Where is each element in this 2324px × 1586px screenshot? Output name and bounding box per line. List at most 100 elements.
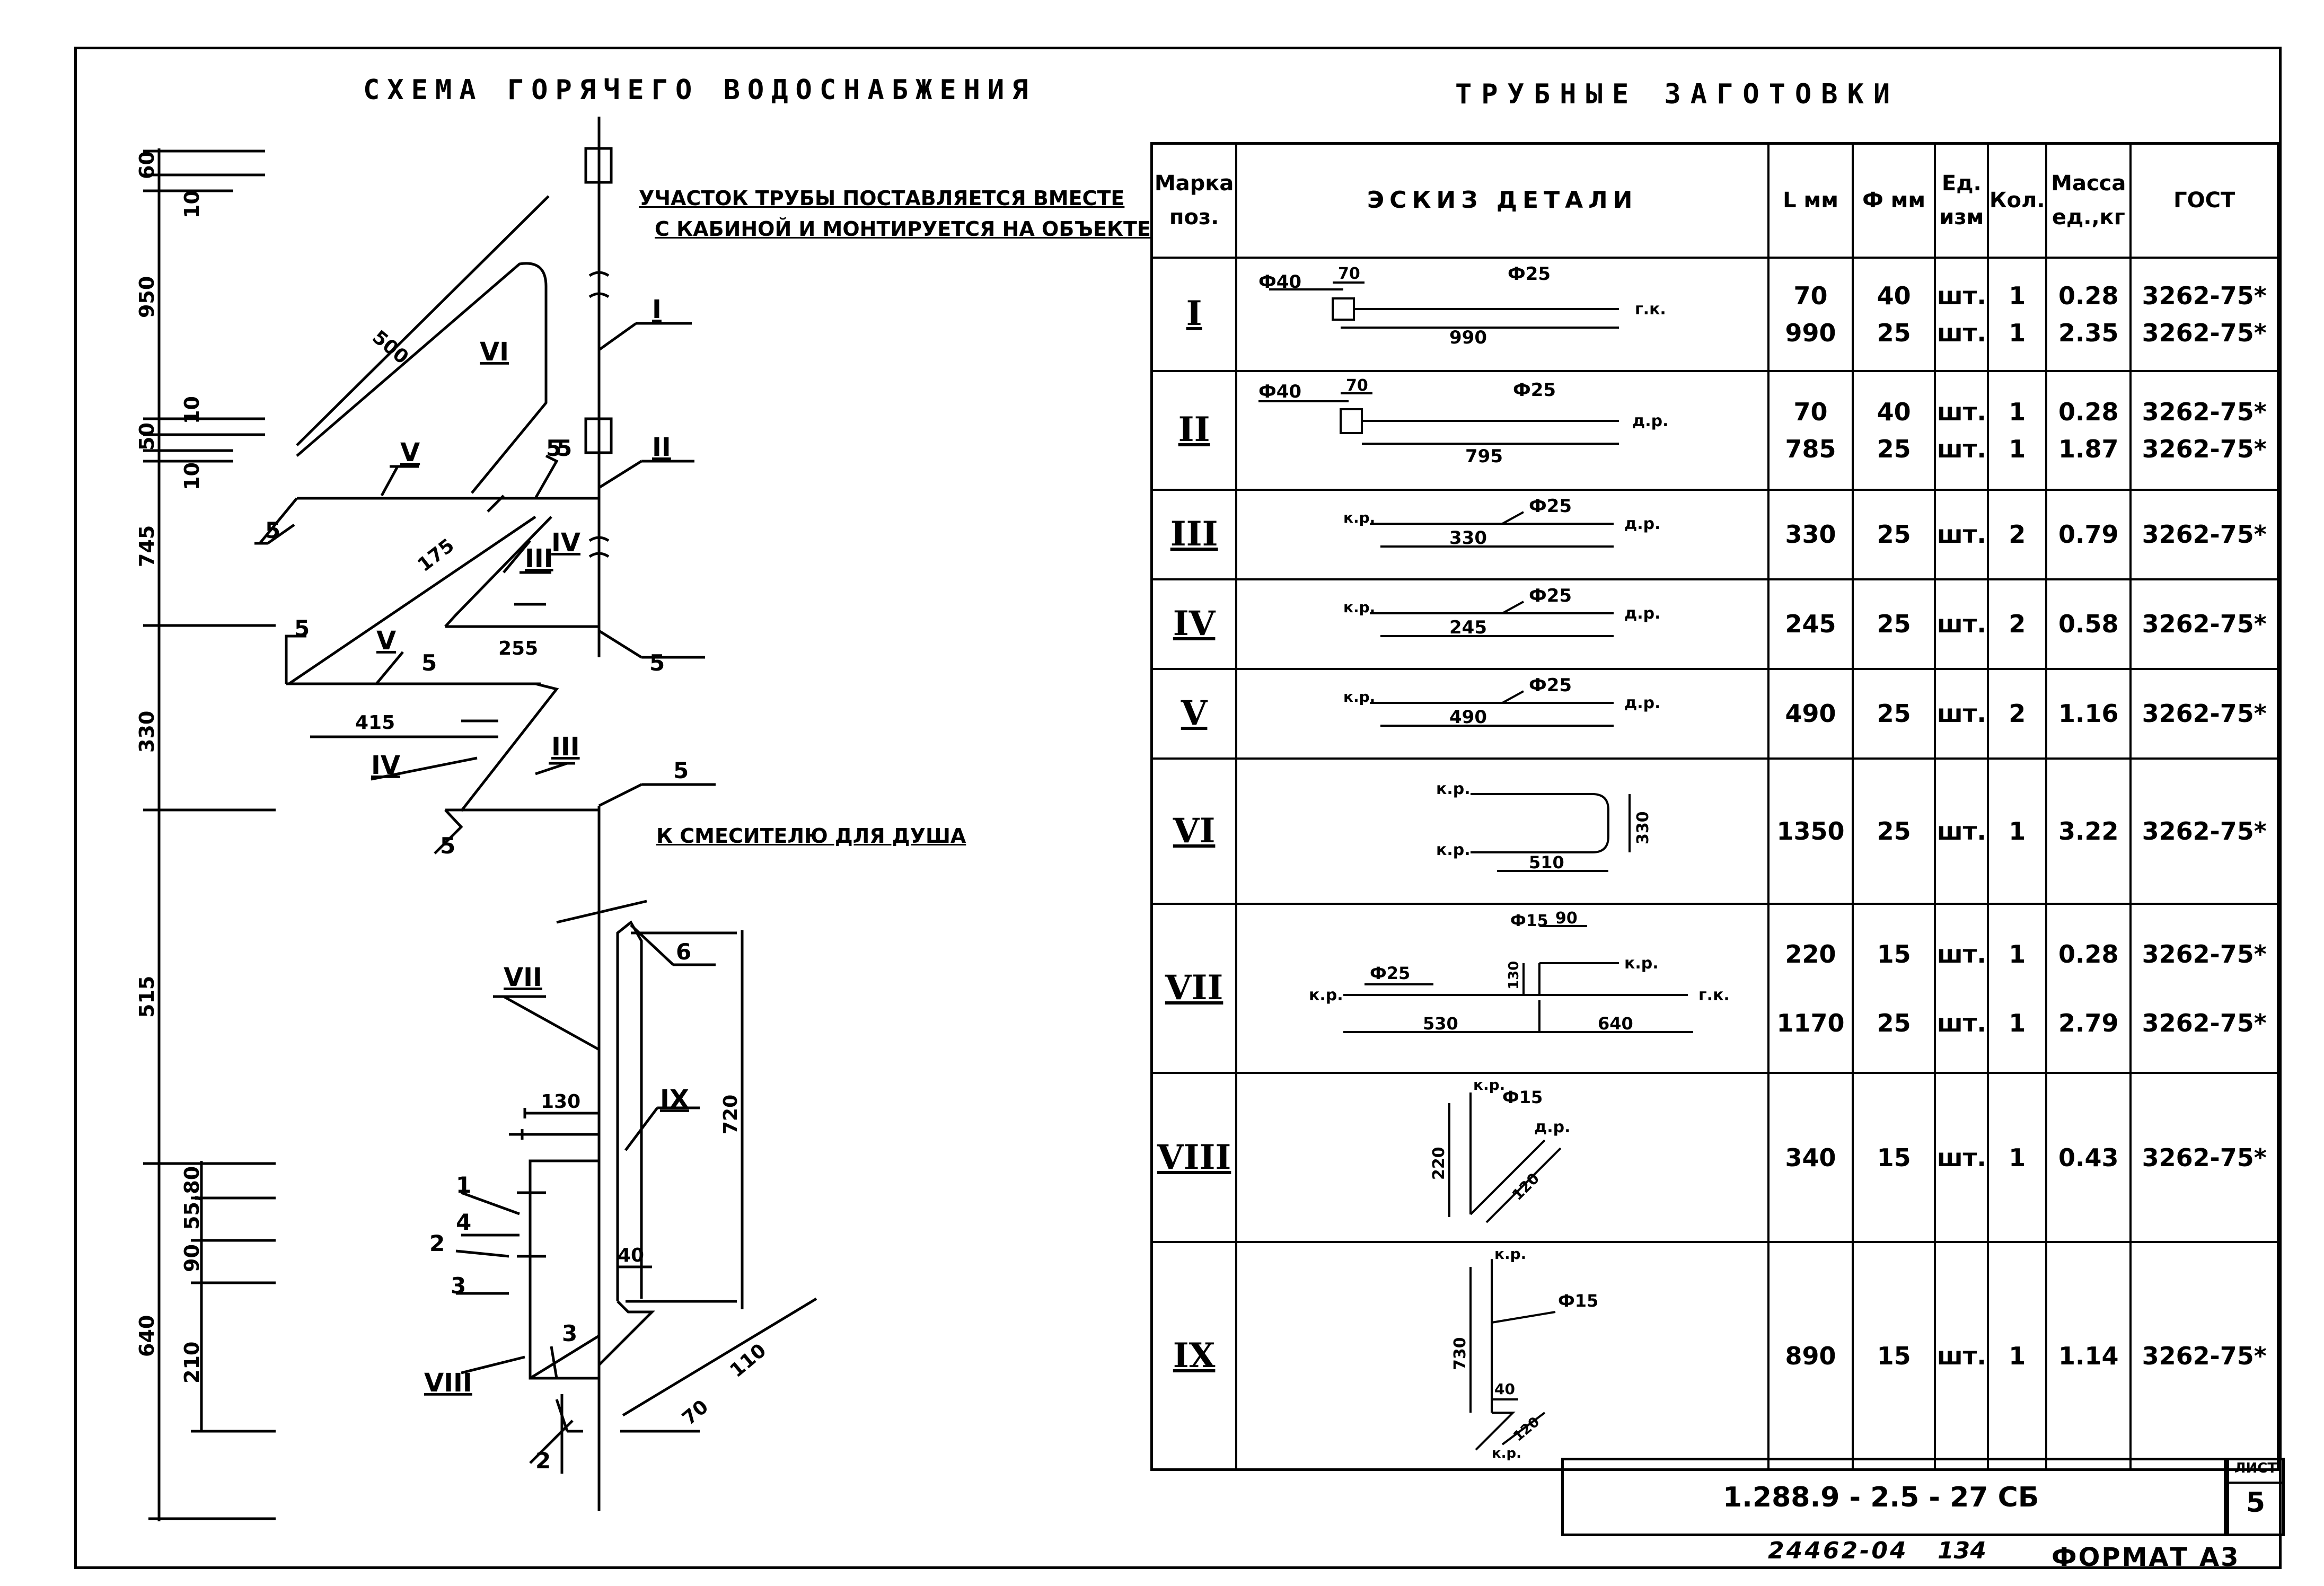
unit: шт. xyxy=(1934,1072,1990,1244)
phi-1: 40 xyxy=(1877,397,1911,426)
gost: 3262-75* xyxy=(2129,1072,2279,1244)
dim-90: 90 xyxy=(180,1244,204,1272)
mass: 0.43 xyxy=(2045,1072,2132,1244)
gost-2: 3262-75* xyxy=(2142,318,2267,347)
phi: 25 xyxy=(1851,488,1936,580)
qty-2: 1 xyxy=(2009,318,2026,347)
mark-III-b: III xyxy=(551,732,580,762)
sk-dim: 330 xyxy=(1449,527,1487,549)
mass: 0.79 xyxy=(2045,488,2132,580)
L-2: 785 xyxy=(1785,434,1836,463)
qty-2: 1 xyxy=(2009,434,2026,463)
sketch-I: Ф40 70 Ф25 990 г.к. xyxy=(1258,263,1666,348)
unit-1: шт. xyxy=(1936,397,1986,426)
L-2: 1170 xyxy=(1776,1008,1845,1037)
sk-phi-a: Ф15 xyxy=(1510,912,1548,930)
mark-V-b: V xyxy=(376,626,396,656)
hot-water-scheme: 60 10 950 50 10 10 745 330 515 55,80 90 … xyxy=(135,117,817,1521)
unit-2: шт. xyxy=(1936,318,1986,347)
row-mark: IX xyxy=(1173,1335,1216,1376)
sk-dim-top: 90 xyxy=(1555,909,1578,928)
qty-1: 1 xyxy=(2009,397,2026,426)
table-row: VII Ф15 90 Ф25 130 к.р. к.р. г.к. 530 64… xyxy=(1150,903,2279,1074)
sk-dim-d: 120 xyxy=(1509,1169,1543,1204)
phi-2: 25 xyxy=(1877,434,1911,463)
unit-2: шт. xyxy=(1936,1008,1986,1037)
L: 890 xyxy=(1767,1241,1854,1471)
qty: 1 xyxy=(1987,1241,2048,1471)
mark-IV-b: IV xyxy=(371,751,400,780)
mass-1: 0.28 xyxy=(2058,397,2119,426)
node-2a: 2 xyxy=(429,1230,445,1256)
L-1: 220 xyxy=(1785,939,1836,968)
qty: 2 xyxy=(1987,667,2048,760)
dim-10a: 10 xyxy=(180,190,204,218)
table-row: V к.р. Ф25 490 д.р. 490 25 шт. 2 1.16 32… xyxy=(1150,667,2279,760)
sk-end: д.р. xyxy=(1624,515,1661,533)
mass: 1.16 xyxy=(2045,667,2132,760)
unit-1: шт. xyxy=(1936,939,1986,968)
mass-2: 2.35 xyxy=(2058,318,2119,347)
qty-1: 1 xyxy=(2009,281,2026,310)
sketch-VII: Ф15 90 Ф25 130 к.р. к.р. г.к. 530 640 xyxy=(1309,909,1730,1034)
gost: 3262-75* xyxy=(2129,757,2279,905)
unit: шт. xyxy=(1934,578,1990,670)
sk-start: к.р. xyxy=(1343,509,1375,526)
gost: 3262-75* xyxy=(2129,1241,2279,1471)
mass-2: 2.79 xyxy=(2058,1008,2119,1037)
table-row: VIII к.р. Ф15 д.р. 220 120 340 15 шт. 1 … xyxy=(1150,1072,2279,1244)
sketch-III: к.р. Ф25 330 д.р. xyxy=(1343,496,1661,549)
sk-phi-a: Ф40 xyxy=(1258,381,1301,402)
sk-phi-b: Ф25 xyxy=(1508,263,1551,285)
supply-note-2: с кабиной и монтируется на объекте xyxy=(655,217,1151,241)
sk-end: д.р. xyxy=(1632,412,1669,430)
supply-note-1: Участок трубы поставляется вместе xyxy=(639,187,1125,210)
L-1: 70 xyxy=(1793,281,1828,310)
sk-end: д.р. xyxy=(1534,1118,1571,1136)
sk-phi-b: Ф25 xyxy=(1370,963,1410,983)
mass: 3.22 xyxy=(2045,757,2132,905)
sk-phi: Ф25 xyxy=(1529,496,1572,517)
phi-2: 25 xyxy=(1877,1008,1911,1037)
sk-dim: 245 xyxy=(1449,617,1487,638)
sk-dim-small: 70 xyxy=(1346,376,1368,395)
unit-1: шт. xyxy=(1936,281,1986,310)
unit: шт. xyxy=(1934,1241,1990,1471)
dim-720: 720 xyxy=(720,1095,742,1134)
sk-dim-v: 730 xyxy=(1451,1337,1469,1371)
sk-end: к.р. xyxy=(1436,841,1471,859)
header-diameter: Ф мм xyxy=(1851,142,1936,259)
sk-bottom: к.р. xyxy=(1492,1446,1521,1460)
gost-1: 3262-75* xyxy=(2142,939,2267,968)
header-mass: Масса ед.,кг xyxy=(2045,142,2132,259)
dim-175: 175 xyxy=(413,535,458,577)
sketch-IV: к.р. Ф25 245 д.р. xyxy=(1343,585,1661,638)
sk-dim-main: 990 xyxy=(1449,327,1487,348)
sk-phi-a: Ф40 xyxy=(1258,271,1301,293)
sk-dim-r: 640 xyxy=(1598,1014,1633,1034)
format-label: Формат А3 xyxy=(2052,1543,2240,1572)
mark-V-a: V xyxy=(400,438,420,468)
sk-dim-small: 70 xyxy=(1338,265,1360,283)
sketch-IX: к.р. Ф15 730 40 120 к.р. xyxy=(1451,1245,1598,1461)
phi-1: 40 xyxy=(1877,281,1911,310)
L: 330 xyxy=(1767,488,1854,580)
sketch-II: Ф40 70 Ф25 795 д.р. xyxy=(1258,376,1669,467)
dim-950: 950 xyxy=(135,276,159,318)
sk-k2: к.р. xyxy=(1309,986,1343,1005)
sheet-number: 5 xyxy=(2246,1487,2266,1519)
node-5-8: 5 xyxy=(557,435,572,461)
node-2b: 2 xyxy=(535,1448,551,1474)
header-length: L мм xyxy=(1767,142,1854,259)
page-number: 134 xyxy=(1938,1537,1986,1564)
row-mark: IV xyxy=(1173,604,1216,644)
node-5-1: 5 xyxy=(546,435,561,461)
mass-1: 0.28 xyxy=(2058,939,2119,968)
row-mark: III xyxy=(1170,514,1218,554)
mark-I: I xyxy=(652,295,662,324)
node-5-6: 5 xyxy=(673,757,689,783)
L: 340 xyxy=(1767,1072,1854,1244)
header-gost: ГОСТ xyxy=(2129,142,2279,259)
dim-415: 415 xyxy=(355,712,395,734)
